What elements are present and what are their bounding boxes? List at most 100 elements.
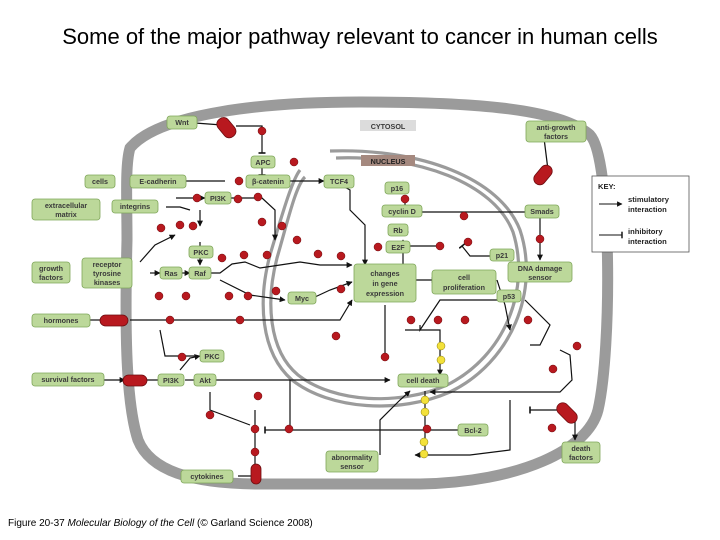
- integrins-node: integrins: [111, 199, 159, 214]
- raf-node: Raf: [188, 266, 212, 280]
- svg-text:p16: p16: [391, 184, 403, 193]
- svg-text:cells: cells: [92, 177, 108, 186]
- survival-factors-node: survival factors: [31, 372, 105, 387]
- svg-text:interaction: interaction: [628, 237, 667, 246]
- svg-text:cell: cell: [458, 273, 470, 282]
- bcl2-node: Bcl-2: [457, 423, 489, 437]
- svg-text:factors: factors: [544, 132, 568, 141]
- svg-text:p53: p53: [503, 292, 515, 301]
- legend-key: KEY: stimulatory interaction inhibitory …: [591, 175, 690, 253]
- svg-text:PKC: PKC: [204, 352, 219, 361]
- cyclin-d-node: cyclin D: [381, 204, 423, 218]
- svg-text:death: death: [571, 444, 590, 453]
- figure-caption: Figure 20-37 Molecular Biology of the Ce…: [8, 518, 313, 529]
- svg-text:sensor: sensor: [528, 273, 552, 282]
- apc-node: APC: [250, 155, 276, 169]
- svg-text:Akt: Akt: [199, 376, 211, 385]
- cytokines-node: cytokines: [180, 469, 234, 484]
- cytosol-label: CYTOSOL: [360, 120, 416, 131]
- akt-node: Akt: [193, 373, 217, 387]
- svg-text:cytokines: cytokines: [190, 472, 223, 481]
- myc-node: Myc: [287, 291, 317, 305]
- rb-node: Rb: [387, 223, 409, 237]
- svg-text:Raf: Raf: [194, 269, 206, 278]
- svg-text:kinases: kinases: [94, 278, 120, 287]
- svg-text:receptor: receptor: [93, 260, 122, 269]
- svg-text:tyrosine: tyrosine: [93, 269, 121, 278]
- cell-death-node: cell death: [397, 373, 449, 388]
- svg-text:CYTOSOL: CYTOSOL: [371, 122, 406, 131]
- signal-nodes-yellow: [419, 341, 446, 459]
- svg-text:Myc: Myc: [295, 294, 309, 303]
- svg-text:factors: factors: [569, 453, 593, 462]
- pi3k-bottom-node: PI3K: [157, 373, 185, 387]
- svg-text:in gene: in gene: [372, 279, 397, 288]
- p16-node: p16: [384, 181, 410, 195]
- svg-text:NUCLEUS: NUCLEUS: [371, 157, 406, 166]
- e-cadherin-node: E-cadherin: [129, 174, 187, 189]
- svg-text:abnormality: abnormality: [332, 453, 373, 462]
- svg-text:survival factors: survival factors: [41, 375, 94, 384]
- ras-node: Ras: [159, 266, 183, 280]
- svg-text:E-cadherin: E-cadherin: [139, 177, 176, 186]
- svg-text:Ras: Ras: [164, 269, 177, 278]
- svg-text:interaction: interaction: [628, 205, 667, 214]
- svg-text:β-catenin: β-catenin: [252, 177, 284, 186]
- svg-text:changes: changes: [370, 269, 399, 278]
- svg-text:anti-growth: anti-growth: [536, 123, 575, 132]
- cytosolic-components: APC E-cadherin β-catenin TCF4 PI3K integ…: [81, 155, 573, 473]
- svg-text:cell death: cell death: [406, 376, 439, 385]
- svg-text:growth: growth: [39, 264, 63, 273]
- svg-text:expression: expression: [366, 289, 404, 298]
- e2f-node: E2F: [385, 240, 411, 254]
- svg-text:stimulatory: stimulatory: [628, 195, 670, 204]
- svg-text:cyclin D: cyclin D: [388, 207, 416, 216]
- svg-text:hormones: hormones: [44, 316, 79, 325]
- pkc-top-node: PKC: [188, 245, 214, 259]
- pkc-bottom-node: PKC: [199, 349, 225, 363]
- key-title: KEY:: [598, 182, 616, 191]
- svg-text:Wnt: Wnt: [175, 118, 189, 127]
- svg-text:matrix: matrix: [55, 210, 77, 219]
- svg-text:integrins: integrins: [120, 202, 150, 211]
- svg-text:factors: factors: [39, 273, 63, 282]
- membrane-receptors: [99, 117, 578, 485]
- cell-membrane: [120, 96, 614, 490]
- tcf4-node: TCF4: [323, 174, 355, 189]
- signal-nodes-red: [154, 126, 582, 457]
- svg-text:Bcl-2: Bcl-2: [464, 426, 482, 435]
- pi3k-top-node: PI3K: [204, 191, 232, 205]
- svg-text:PI3K: PI3K: [210, 194, 227, 203]
- svg-text:DNA damage: DNA damage: [518, 264, 562, 273]
- smads-node: Smads: [524, 204, 560, 219]
- slide-title: Some of the major pathway relevant to ca…: [62, 24, 658, 49]
- svg-text:p21: p21: [496, 251, 508, 260]
- cells-node: cells: [84, 174, 116, 189]
- svg-text:extracellular: extracellular: [45, 201, 88, 210]
- p21-node: p21: [489, 248, 515, 262]
- svg-text:APC: APC: [255, 158, 270, 167]
- svg-text:sensor: sensor: [340, 462, 364, 471]
- nucleus-label: NUCLEUS: [361, 155, 415, 166]
- svg-text:PKC: PKC: [193, 248, 208, 257]
- p53-node: p53: [496, 289, 522, 303]
- beta-catenin-node: β-catenin: [245, 174, 291, 189]
- svg-text:E2F: E2F: [391, 243, 405, 252]
- svg-text:TCF4: TCF4: [330, 177, 348, 186]
- svg-text:PI3K: PI3K: [163, 376, 180, 385]
- svg-text:Rb: Rb: [393, 226, 403, 235]
- svg-text:inhibitory: inhibitory: [628, 227, 663, 236]
- hormones-node: hormones: [31, 313, 91, 328]
